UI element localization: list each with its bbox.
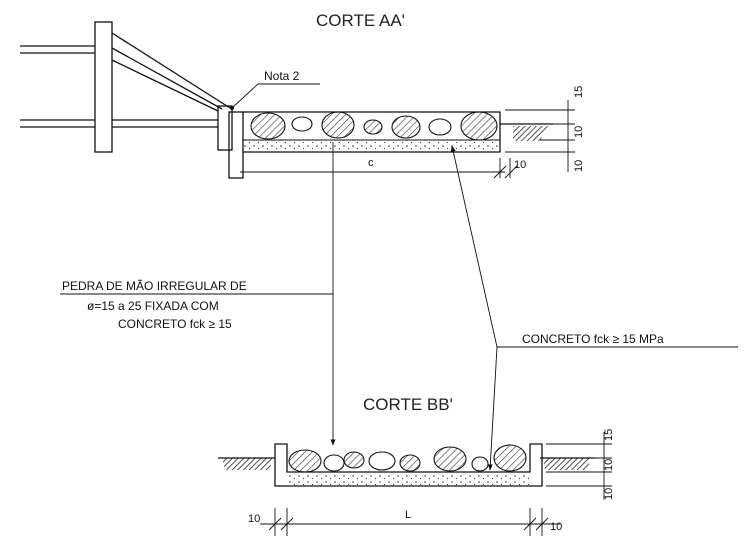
section-bb-concrete-base bbox=[288, 473, 529, 485]
dim-bb-right-10: 10 bbox=[550, 521, 562, 533]
section-aa-channel bbox=[243, 111, 501, 153]
dim-bb-vertical-15: 15 bbox=[603, 429, 615, 441]
section-bb-stones bbox=[288, 444, 527, 473]
concrete-callout-label: CONCRETO fck ≥ 15 MPa bbox=[522, 332, 664, 346]
stone-callout-line-3: CONCRETO fck ≥ 15 bbox=[118, 317, 232, 331]
section-bb-right-soil bbox=[543, 458, 590, 470]
section-bb-title: CORTE BB' bbox=[363, 395, 453, 414]
dim-bb-L: L bbox=[405, 509, 411, 521]
section-bb-vertical-dims: 15 10 10 bbox=[546, 429, 615, 500]
dim-aa-vertical-15: 15 bbox=[573, 86, 585, 98]
section-bb-left-soil bbox=[222, 458, 272, 470]
concrete-callout: CONCRETO fck ≥ 15 MPa bbox=[450, 145, 738, 471]
dim-bb-vertical-10a: 10 bbox=[603, 459, 615, 471]
concrete-arrow-down bbox=[487, 346, 498, 471]
section-aa-right-soil bbox=[500, 123, 553, 141]
section-aa-concrete-base bbox=[244, 140, 499, 151]
note-2-label: Nota 2 bbox=[264, 69, 300, 83]
concrete-arrow-up bbox=[450, 145, 498, 348]
section-bb-horizontal-dims: 10 L 10 bbox=[248, 508, 562, 536]
dim-aa-vertical-10a: 10 bbox=[573, 126, 585, 138]
stone-callout-line-1: PEDRA DE MÃO IRREGULAR DE bbox=[62, 279, 247, 293]
section-aa-note: Nota 2 bbox=[230, 69, 320, 110]
section-aa: CORTE AA' bbox=[20, 11, 585, 179]
section-aa-left-structure bbox=[20, 21, 244, 179]
callouts: PEDRA DE MÃO IRREGULAR DE ø=15 a 25 FIXA… bbox=[60, 142, 738, 471]
dim-bb-left-10: 10 bbox=[248, 513, 260, 525]
section-aa-stones bbox=[250, 111, 498, 141]
section-aa-vertical-dims: 15 10 10 bbox=[505, 86, 585, 172]
section-bb: CORTE BB' bbox=[218, 395, 615, 536]
dim-c-label: c bbox=[368, 157, 374, 169]
dim-aa-right-10: 10 bbox=[514, 159, 526, 171]
stone-callout: PEDRA DE MÃO IRREGULAR DE ø=15 a 25 FIXA… bbox=[60, 142, 336, 446]
stone-callout-line-2: ø=15 a 25 FIXADA COM bbox=[87, 299, 219, 313]
section-aa-title: CORTE AA' bbox=[316, 11, 405, 30]
dim-bb-vertical-10b: 10 bbox=[603, 488, 615, 500]
section-aa-dim-c: c 10 bbox=[240, 157, 526, 179]
dim-aa-vertical-10b: 10 bbox=[573, 160, 585, 172]
section-bb-channel bbox=[274, 443, 543, 487]
